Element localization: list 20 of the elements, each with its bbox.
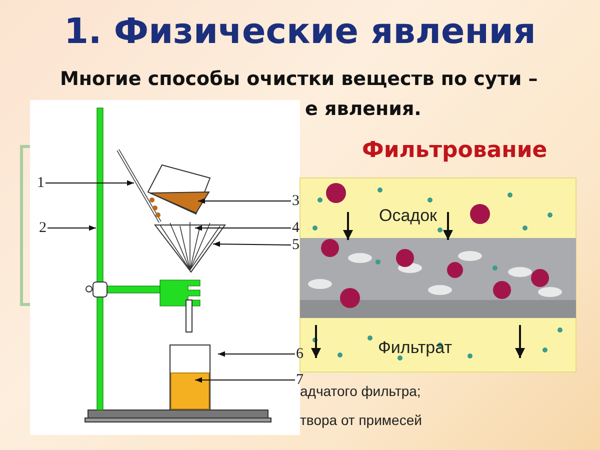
callout-number: 1 [36,175,46,191]
leader-line [45,180,134,186]
callout-number: 5 [291,237,300,253]
note-text: твора от примесей [300,412,422,428]
layer-label: Фильтрат [378,338,452,358]
leader-line [218,351,296,357]
subtitle-text: Многие способы очистки веществ по сути – [60,68,538,90]
callout-number: 4 [291,220,300,236]
slide-title: 1. Физические явления [63,12,537,52]
leader-line [194,377,296,383]
leader-line [212,241,292,247]
callout-number: 6 [295,346,304,362]
leader-line [47,225,96,231]
leader-line [194,225,292,231]
layer-label: Осадок [379,206,437,226]
leader-line [198,198,292,204]
callout-number: 2 [38,220,48,236]
callout-number: 3 [291,193,300,209]
subtitle-text: е явления. [305,98,422,120]
section-heading: Фильтрование [362,138,548,163]
